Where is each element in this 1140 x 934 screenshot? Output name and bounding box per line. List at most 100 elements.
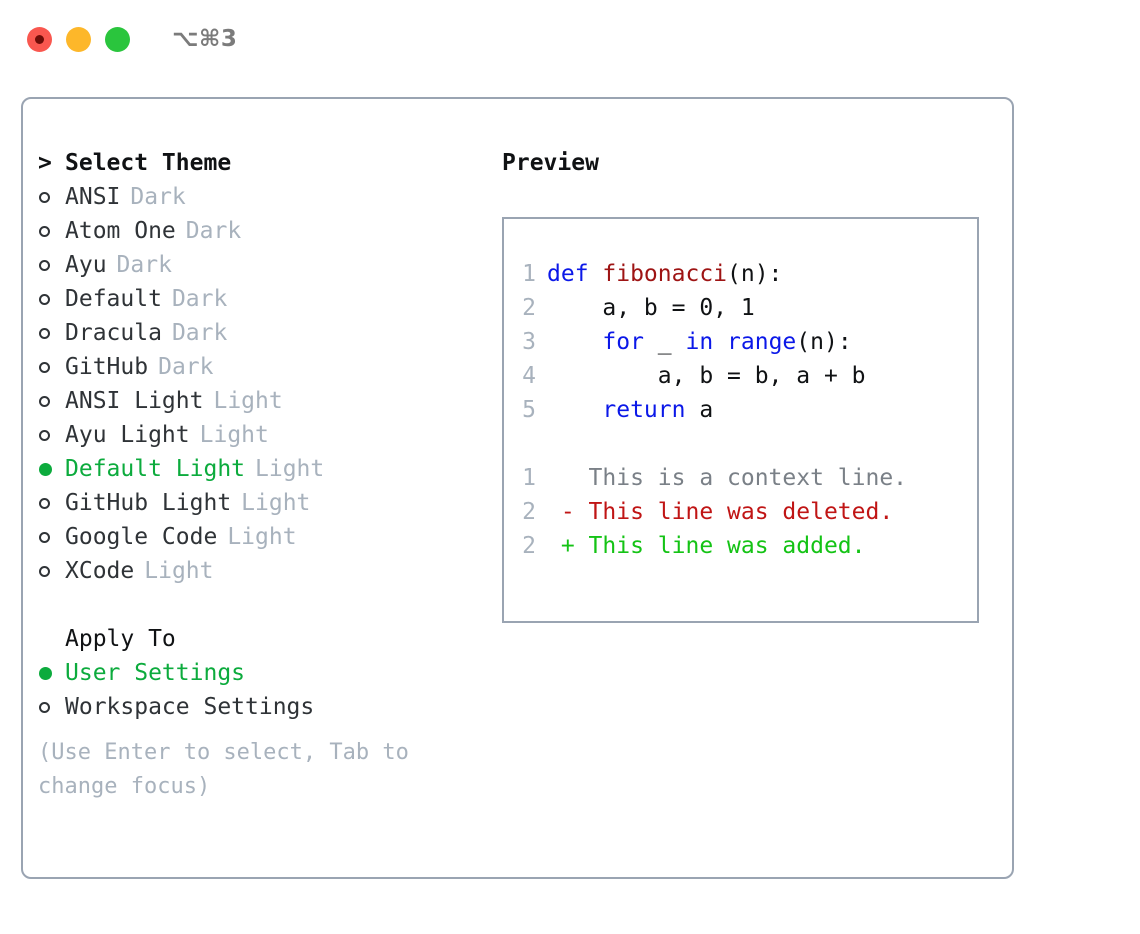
minimize-button-icon[interactable] [66, 26, 91, 52]
code-token: (n): [727, 261, 783, 287]
diff-line-number: 2 [522, 499, 536, 525]
theme-option-variant-tag: Light [199, 422, 269, 448]
code-token: in [685, 329, 714, 355]
theme-option-label: ANSI [65, 184, 121, 210]
code-diff-separator [512, 427, 973, 461]
code-token [547, 397, 602, 423]
maximize-button-icon[interactable] [105, 26, 130, 52]
code-token: for [602, 329, 644, 355]
code-token: def [547, 261, 603, 287]
theme-option-variant-tag: Dark [116, 252, 172, 278]
diff-sign: - [547, 499, 589, 525]
code-token: a, b = b, a + b [547, 363, 866, 389]
code-token [547, 329, 602, 355]
code-token: a [685, 397, 714, 423]
diff-line: 2 + This line was added. [512, 529, 973, 563]
code-token: _ [643, 329, 686, 355]
apply-to-heading-label: Apply To [65, 626, 176, 652]
theme-option-dracula[interactable]: Dracula Dark [38, 316, 483, 350]
theme-option-variant-tag: Light [144, 558, 214, 584]
code-line-number: 4 [522, 363, 536, 389]
diff-sample: 1 This is a context line.2 - This line w… [512, 461, 973, 563]
theme-option-label: XCode [65, 558, 135, 584]
theme-option-ayu-light[interactable]: Ayu Light Light [38, 418, 483, 452]
theme-option-variant-tag: Dark [130, 184, 186, 210]
theme-option-xcode[interactable]: XCode Light [38, 554, 483, 588]
theme-option-ansi-light[interactable]: ANSI Light Light [38, 384, 483, 418]
code-line: 1 def fibonacci(n): [512, 257, 973, 291]
theme-option-label: Ayu Light [65, 422, 190, 448]
theme-option-variant-tag: Dark [171, 320, 228, 346]
diff-line-number: 2 [522, 533, 536, 559]
theme-option-default[interactable]: Default Dark [38, 282, 483, 316]
code-token: fibonacci [602, 261, 728, 287]
apply-to-option-label: User Settings [65, 660, 246, 686]
diff-text: This line was deleted. [588, 499, 894, 525]
window-title: ⌥⌘3 [172, 26, 238, 52]
theme-option-variant-tag: Light [255, 456, 325, 482]
theme-option-ansi[interactable]: ANSI Dark [38, 180, 483, 214]
code-line-number: 2 [522, 295, 536, 321]
theme-option-github[interactable]: GitHub Dark [38, 350, 483, 384]
diff-text: This is a context line. [588, 465, 908, 491]
theme-option-label: ANSI Light [65, 388, 204, 414]
theme-option-label: GitHub Light [65, 490, 232, 516]
code-line-number: 1 [522, 261, 536, 287]
apply-to-option-label: Workspace Settings [65, 694, 315, 720]
diff-line-number: 1 [522, 465, 536, 491]
close-button-icon[interactable] [27, 26, 52, 52]
theme-option-atom-one[interactable]: Atom One Dark [38, 214, 483, 248]
chevron-right-icon: > [38, 150, 52, 176]
theme-option-label: GitHub [65, 354, 149, 380]
apply-to-option-user-settings[interactable]: User Settings [38, 656, 483, 690]
code-token: range [727, 329, 797, 355]
diff-line: 2 - This line was deleted. [512, 495, 973, 529]
diff-sign [547, 465, 589, 491]
code-line-number: 3 [522, 329, 536, 355]
diff-line: 1 This is a context line. [512, 461, 973, 495]
theme-option-default-light[interactable]: Default Light Light [38, 452, 483, 486]
theme-option-variant-tag: Light [241, 490, 311, 516]
theme-option-variant-tag: Dark [158, 354, 214, 380]
theme-option-variant-tag: Dark [185, 218, 242, 244]
theme-list-heading: > Select Theme [38, 146, 483, 180]
code-token: (n): [796, 329, 852, 355]
theme-option-variant-tag: Light [213, 388, 283, 414]
diff-text: This line was added. [588, 533, 866, 559]
theme-option-label: Dracula [65, 320, 162, 346]
code-line: 5 return a [512, 393, 973, 427]
traffic-lights [27, 26, 130, 52]
code-token: a, b = 0, 1 [547, 295, 755, 321]
list-spacer [38, 588, 483, 622]
theme-option-ayu[interactable]: Ayu Dark [38, 248, 483, 282]
code-line: 2 a, b = 0, 1 [512, 291, 973, 325]
keyboard-hint-text: (Use Enter to select, Tab to change focu… [38, 740, 409, 799]
theme-option-variant-tag: Dark [171, 286, 228, 312]
theme-option-label: Ayu [65, 252, 107, 278]
theme-option-label: Atom One [65, 218, 176, 244]
code-token [713, 329, 727, 355]
preview-title: Preview [502, 150, 599, 176]
code-line: 3 for _ in range(n): [512, 325, 973, 359]
code-line: 4 a, b = b, a + b [512, 359, 973, 393]
window-titlebar: ⌥⌘3 [0, 0, 1140, 78]
code-token: return [602, 397, 686, 423]
theme-option-google-code[interactable]: Google Code Light [38, 520, 483, 554]
theme-option-label: Default Light [65, 456, 246, 482]
theme-option-label: Default [65, 286, 162, 312]
theme-option-label: Google Code [65, 524, 218, 550]
apply-to-option-workspace-settings[interactable]: Workspace Settings [38, 690, 483, 724]
theme-option-variant-tag: Light [227, 524, 297, 550]
diff-sign: + [547, 533, 589, 559]
code-line-number: 5 [522, 397, 536, 423]
theme-option-github-light[interactable]: GitHub Light Light [38, 486, 483, 520]
